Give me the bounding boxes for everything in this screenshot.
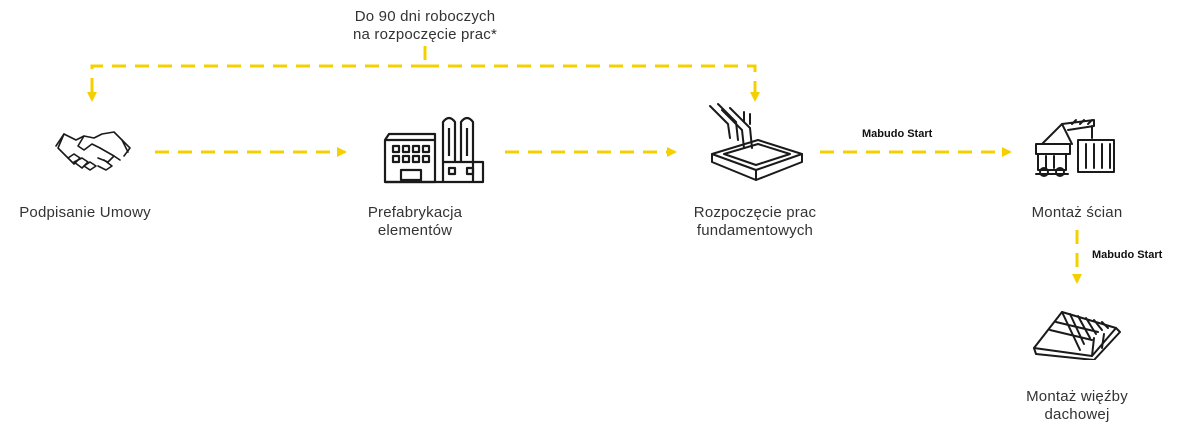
step-label-roof: Montaż więźby dachowej [1026,388,1128,423]
timing-bracket-left-arrow [87,64,425,102]
step-label-walls: Montaż ścian [1031,204,1123,221]
timing-bracket-right-arrow [425,64,760,102]
timing-note: Do 90 dni roboczych na rozpoczęcie prac* [305,8,545,44]
connector-tag-to-roof: Mabudo Start [1092,249,1163,261]
step-label-prefabrication: Prefabrykacja elementów [367,204,463,239]
crane-container-icon [1035,119,1115,177]
connector-tag-to-walls: Mabudo Start [862,128,933,140]
handshake-icon [55,131,131,171]
timing-note-line1: Do 90 dni roboczych [354,8,496,25]
factory-icon [383,116,485,184]
step-label-foundation: Rozpoczęcie prac fundamentowych [693,204,817,239]
step-label-signing: Podpisanie Umowy [19,204,151,221]
timing-note-line2: na rozpoczęcie prac* [352,26,498,43]
foundation-pour-icon [709,103,803,181]
roof-truss-icon [1033,311,1121,360]
